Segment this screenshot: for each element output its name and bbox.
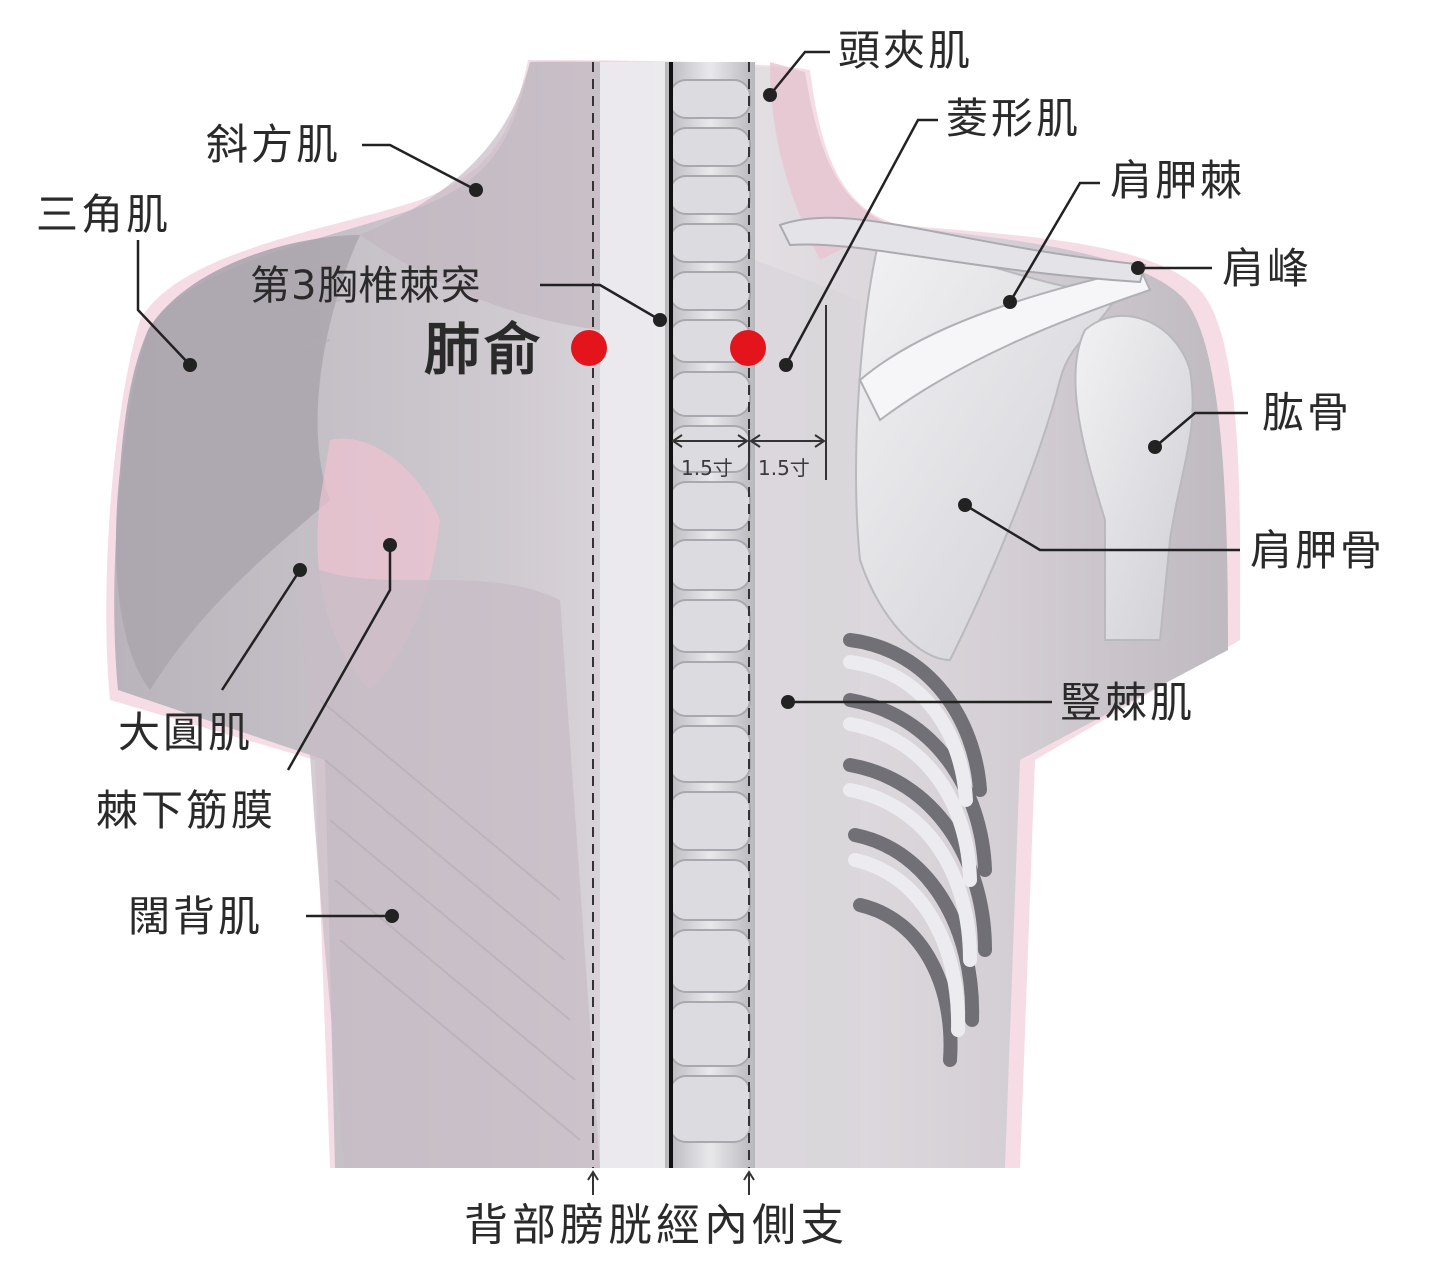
label-scapula: 肩胛骨 [1250, 526, 1386, 575]
trapezius-shape [360, 62, 600, 330]
label-rhomboid: 菱形肌 [946, 94, 1082, 143]
label-trapezius: 斜方肌 [206, 120, 342, 169]
leader-dots [183, 88, 1162, 923]
label-infraspinous-fascia: 棘下筋膜 [96, 786, 277, 835]
ribcage [843, 633, 992, 1067]
label-humerus: 肱骨 [1262, 388, 1353, 437]
measurement-right: 1.5寸 [758, 456, 810, 480]
acupoint-marker-right [730, 330, 766, 366]
muscle-fibers [159, 259, 581, 1141]
acupoint-marker-left [571, 330, 607, 366]
paraspinal-left [600, 62, 665, 1168]
label-acromion: 肩峰 [1222, 244, 1313, 293]
label-splenius-capitis: 頭夾肌 [838, 26, 974, 75]
label-scapular-spine: 肩胛棘 [1110, 156, 1246, 205]
neck-right [770, 62, 890, 260]
acupoint-name: 肺俞 [424, 318, 544, 383]
measurement-left: 1.5寸 [681, 456, 733, 480]
label-deltoid: 三角肌 [36, 190, 172, 239]
meridian-label: 背部膀胱經內側支 [464, 1200, 848, 1251]
leader-lines [136, 50, 1248, 918]
deltoid-shape [115, 235, 360, 690]
humerus-shape [1074, 314, 1194, 641]
label-vertebra-landmark: 第3胸椎棘突 [250, 263, 482, 309]
label-erector-spinae: 豎棘肌 [1060, 678, 1196, 727]
vertebrae [669, 79, 751, 1143]
label-teres-major: 大圓肌 [118, 708, 254, 757]
meridian-arrows [587, 1170, 755, 1195]
clavicle-shape [778, 216, 1147, 284]
label-latissimus-dorsi: 闊背肌 [128, 892, 264, 941]
scapular-spine-shape [858, 266, 1152, 422]
rib-highlights [843, 655, 977, 1037]
measurement-arrows [671, 434, 826, 448]
erector-spinae-shape [755, 260, 860, 1168]
